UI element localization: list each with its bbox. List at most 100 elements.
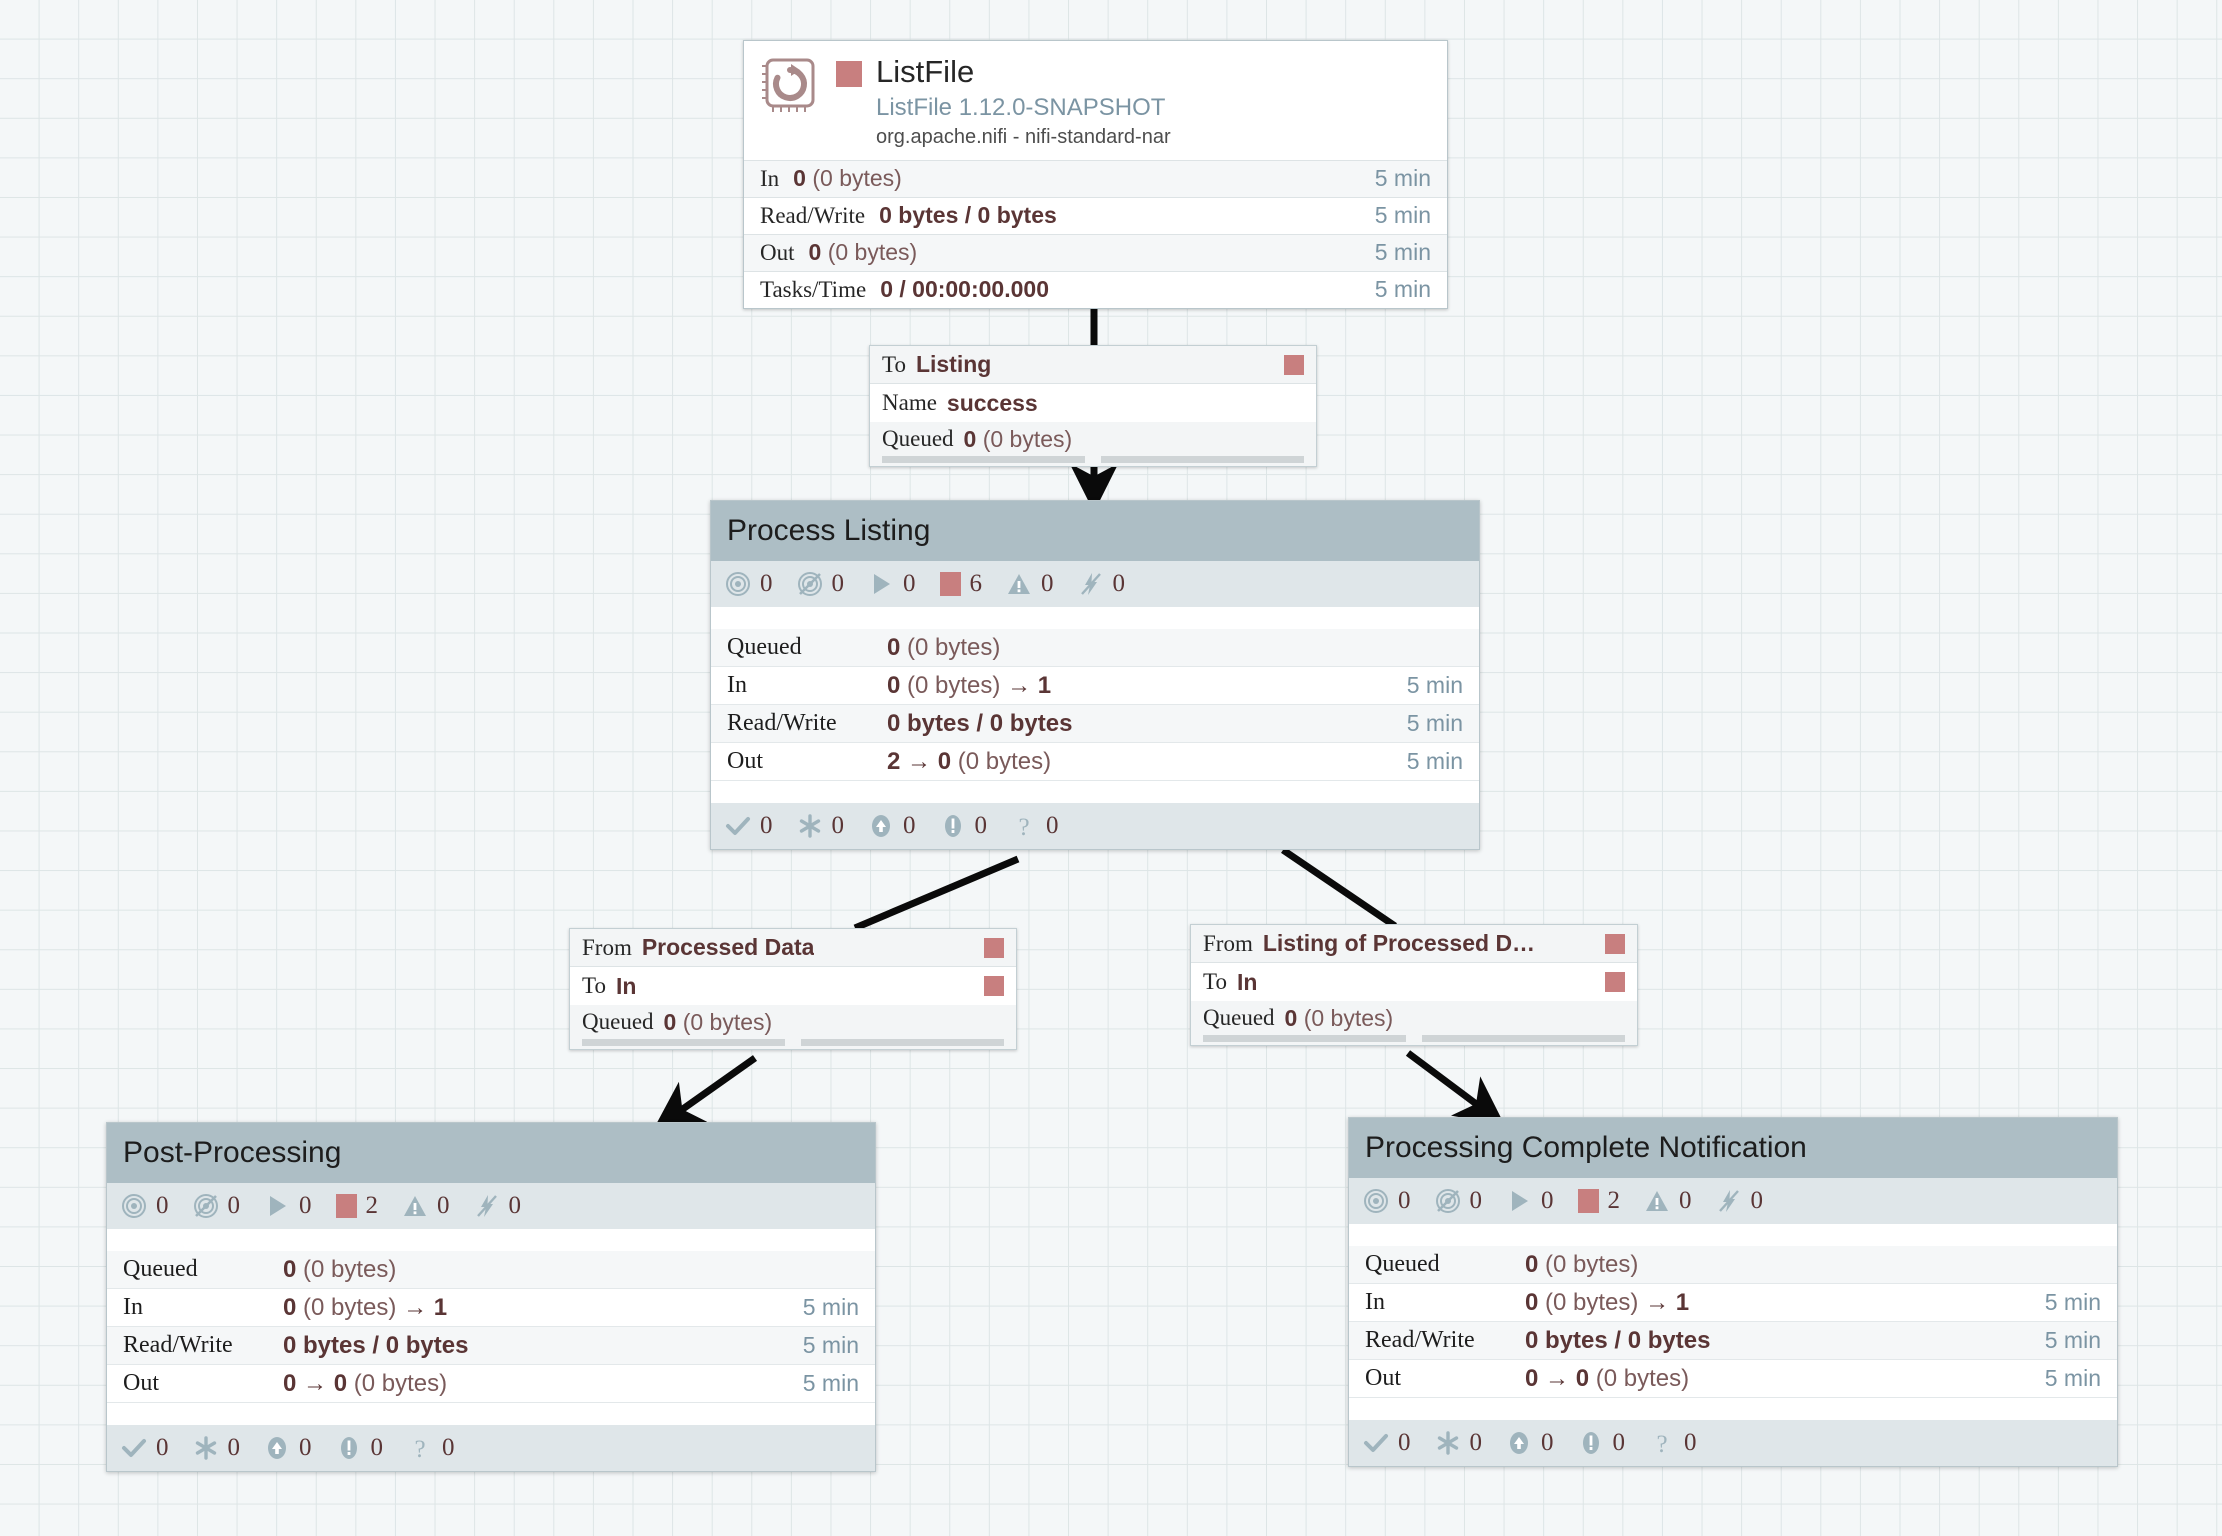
connection-row-key: To — [582, 973, 606, 998]
not-transmitting-icon — [193, 1193, 219, 1219]
stopped-square-icon[interactable] — [836, 61, 862, 87]
connection-row: To In — [1191, 963, 1637, 1001]
stopped-icon — [335, 1194, 357, 1218]
disabled-icon — [474, 1193, 500, 1219]
component-count: 0 — [1679, 1187, 1692, 1214]
queued-label: Queued — [582, 1009, 654, 1034]
component-count: 0 — [1750, 1187, 1764, 1214]
stat-value: 0 (0 bytes) — [283, 1255, 397, 1283]
stat-value: 0 (0 bytes) — [887, 633, 1001, 661]
processor-name: ListFile — [876, 54, 975, 89]
stat-label: In — [123, 1294, 143, 1320]
connection-row-value: Listing of Processed D… — [1262, 930, 1536, 956]
version-count-up-to-date: 0 — [725, 812, 773, 840]
stat-label: Tasks/Time — [760, 276, 867, 302]
stopped-square-icon[interactable] — [984, 937, 1004, 958]
stopped-square-icon[interactable] — [1605, 972, 1625, 992]
up-to-date-icon — [121, 1435, 147, 1461]
component-count: 0 — [227, 1192, 241, 1219]
component-count: 0 — [831, 570, 845, 597]
sync-failure-icon — [940, 813, 966, 839]
spacer — [711, 781, 1479, 803]
edge-pg-to-right-label — [1281, 847, 1397, 929]
stat-label: Queued — [1365, 1251, 1440, 1277]
version-count: 0 — [1684, 1429, 1697, 1456]
version-count: 0 — [156, 1434, 169, 1461]
invalid-icon — [402, 1193, 428, 1219]
spacer — [107, 1403, 875, 1425]
component-count: 0 — [1112, 570, 1126, 597]
queued-count: 0 — [1284, 1005, 1298, 1031]
stat-timeframe: 5 min — [802, 1332, 859, 1358]
connection-row-key: From — [582, 934, 632, 960]
spacer — [107, 1229, 875, 1251]
stat-label: Out — [123, 1370, 159, 1396]
queue-size-bar — [1101, 456, 1304, 463]
component-count-invalid: 0 — [1006, 570, 1054, 598]
sync-failure-icon — [336, 1435, 362, 1461]
processor-listfile[interactable]: ListFile ListFile 1.12.0-SNAPSHOT org.ap… — [743, 40, 1448, 309]
stat-label: In — [727, 672, 747, 698]
stat-label: Out — [1365, 1365, 1401, 1391]
stopped-square-icon[interactable] — [1605, 933, 1625, 954]
stat-timeframe: 5 min — [1406, 748, 1463, 774]
stat-timeframe: 5 min — [2044, 1327, 2101, 1353]
stat-timeframe: 5 min — [802, 1370, 859, 1396]
locally-modified-icon — [193, 1435, 219, 1461]
up-to-date-icon — [725, 813, 751, 839]
stat-label: Read/Write — [760, 202, 866, 228]
component-count: 0 — [1541, 1187, 1554, 1214]
stat-value: 0 / 00:00:00.000 — [880, 276, 1049, 303]
connection-queued: Queued 0 (0 bytes) — [570, 1005, 1016, 1049]
stat-label: Read/Write — [1365, 1327, 1475, 1353]
stopped-square-icon[interactable] — [1284, 354, 1304, 375]
process-group-title: Processing Complete Notification — [1365, 1131, 1807, 1164]
process-group-title: Post-Processing — [123, 1136, 342, 1169]
component-count: 0 — [1398, 1187, 1411, 1214]
component-count-stopped: 2 — [1577, 1187, 1620, 1215]
component-count: 0 — [760, 570, 773, 597]
stat-timeframe: 5 min — [2044, 1289, 2101, 1315]
component-count-disabled: 0 — [474, 1192, 521, 1220]
queued-size: (0 bytes) — [1303, 1005, 1394, 1031]
version-count-up-to-date: 0 — [121, 1434, 169, 1462]
connection-row-key: To — [1203, 969, 1227, 994]
stat-timeframe: 5 min — [1374, 202, 1431, 229]
stat-label: In — [1365, 1289, 1385, 1315]
version-count: 0 — [1612, 1429, 1626, 1456]
stopped-square-icon[interactable] — [984, 976, 1004, 996]
version-count: 0 — [1469, 1429, 1483, 1456]
listfile-processor-icon — [760, 55, 822, 117]
connection-row-value: In — [1236, 968, 1258, 995]
queued-label: Queued — [882, 426, 954, 451]
connection-row-value: Processed Data — [641, 934, 815, 960]
unknown-version-icon: ? — [1649, 1430, 1675, 1456]
version-count-stale: 0 — [868, 812, 916, 840]
version-count-stale: 0 — [264, 1434, 312, 1462]
unknown-version-icon: ? — [1011, 813, 1037, 839]
processor-header: ListFile ListFile 1.12.0-SNAPSHOT org.ap… — [744, 41, 1447, 160]
processor-type: ListFile 1.12.0-SNAPSHOT — [876, 93, 1166, 121]
connection-row: From Processed Data — [570, 929, 1016, 967]
